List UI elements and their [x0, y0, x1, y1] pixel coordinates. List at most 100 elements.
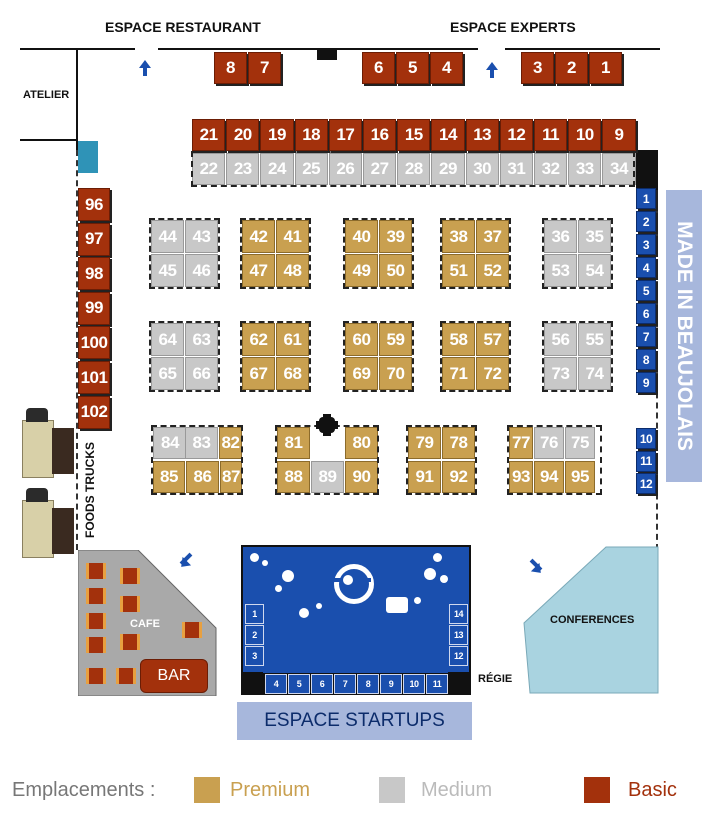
stand-su[interactable]: 11 — [426, 674, 448, 694]
stand-premium[interactable]: 93 — [509, 461, 533, 493]
stand-medium[interactable]: 65 — [151, 357, 184, 390]
stand-medium[interactable]: 30 — [465, 153, 499, 185]
stand-premium[interactable]: 40 — [345, 220, 378, 253]
stand-basic[interactable]: 2 — [555, 52, 588, 84]
stand-medium[interactable]: 26 — [328, 153, 362, 185]
stand-basic[interactable]: 97 — [78, 222, 110, 256]
stand-basic[interactable]: 101 — [78, 361, 110, 394]
stand-premium[interactable]: 52 — [476, 254, 509, 287]
stand-su[interactable]: 5 — [288, 674, 310, 694]
stand-medium[interactable]: 27 — [363, 153, 397, 185]
stand-medium[interactable]: 76 — [534, 427, 564, 459]
stand-premium[interactable]: 80 — [345, 427, 378, 459]
stand-premium[interactable]: 78 — [442, 427, 475, 459]
stand-premium[interactable]: 81 — [277, 427, 310, 459]
stand-mib[interactable]: 9 — [636, 372, 656, 393]
stand-medium[interactable]: 73 — [544, 357, 577, 390]
stand-mib[interactable]: 4 — [636, 257, 656, 278]
stand-basic[interactable]: 5 — [396, 52, 429, 84]
stand-basic[interactable]: 21 — [192, 119, 226, 151]
stand-medium[interactable]: 45 — [151, 254, 184, 287]
stand-basic[interactable]: 3 — [521, 52, 554, 84]
stand-medium[interactable]: 25 — [294, 153, 328, 185]
stand-basic[interactable]: 12 — [499, 119, 533, 151]
stand-premium[interactable]: 94 — [534, 461, 564, 493]
stand-premium[interactable]: 61 — [276, 323, 309, 356]
stand-su[interactable]: 9 — [380, 674, 402, 694]
stand-basic[interactable]: 11 — [534, 119, 568, 151]
stand-basic[interactable]: 17 — [328, 119, 362, 151]
stand-premium[interactable]: 58 — [442, 323, 475, 356]
stand-medium[interactable]: 74 — [578, 357, 611, 390]
stand-premium[interactable]: 79 — [408, 427, 441, 459]
stand-su[interactable]: 1 — [245, 604, 264, 624]
stand-premium[interactable]: 92 — [442, 461, 475, 493]
stand-su[interactable]: 2 — [245, 625, 264, 645]
stand-basic[interactable]: 99 — [78, 291, 110, 325]
stand-su[interactable]: 8 — [357, 674, 379, 694]
stand-premium[interactable]: 90 — [345, 461, 378, 493]
stand-premium[interactable]: 39 — [379, 220, 412, 253]
stand-premium[interactable]: 85 — [153, 461, 185, 493]
stand-medium[interactable]: 64 — [151, 323, 184, 356]
stand-medium[interactable]: 32 — [534, 153, 568, 185]
stand-su[interactable]: 4 — [265, 674, 287, 694]
stand-medium[interactable]: 89 — [311, 461, 344, 493]
stand-su[interactable]: 14 — [449, 604, 468, 624]
stand-premium[interactable]: 71 — [442, 357, 475, 390]
stand-premium[interactable]: 68 — [276, 357, 309, 390]
stand-premium[interactable]: 72 — [476, 357, 509, 390]
stand-premium[interactable]: 69 — [345, 357, 378, 390]
stand-premium[interactable]: 38 — [442, 220, 475, 253]
stand-basic[interactable]: 100 — [78, 326, 110, 360]
stand-premium[interactable]: 50 — [379, 254, 412, 287]
stand-mib[interactable]: 5 — [636, 280, 656, 301]
stand-medium[interactable]: 55 — [578, 323, 611, 356]
stand-medium[interactable]: 33 — [568, 153, 602, 185]
stand-medium[interactable]: 63 — [185, 323, 218, 356]
stand-mib[interactable]: 6 — [636, 303, 656, 324]
stand-mib[interactable]: 10 — [636, 428, 656, 449]
stand-medium[interactable]: 56 — [544, 323, 577, 356]
stand-premium[interactable]: 86 — [186, 461, 219, 493]
stand-mib[interactable]: 12 — [636, 473, 656, 494]
stand-basic[interactable]: 19 — [260, 119, 294, 151]
stand-basic[interactable]: 13 — [465, 119, 499, 151]
stand-medium[interactable]: 31 — [499, 153, 533, 185]
stand-basic[interactable]: 4 — [430, 52, 463, 84]
stand-medium[interactable]: 84 — [153, 427, 187, 459]
stand-mib[interactable]: 11 — [636, 450, 656, 472]
stand-su[interactable]: 12 — [449, 646, 468, 666]
stand-su[interactable]: 3 — [245, 646, 264, 666]
stand-basic[interactable]: 18 — [294, 119, 328, 151]
stand-medium[interactable]: 66 — [185, 357, 218, 390]
stand-premium[interactable]: 91 — [408, 461, 441, 493]
stand-premium[interactable]: 70 — [379, 357, 412, 390]
stand-mib[interactable]: 1 — [636, 188, 656, 209]
stand-premium[interactable]: 51 — [442, 254, 475, 287]
stand-premium[interactable]: 48 — [276, 254, 309, 287]
stand-mib[interactable]: 8 — [636, 349, 656, 370]
stand-premium[interactable]: 41 — [276, 220, 309, 253]
stand-premium[interactable]: 59 — [379, 323, 412, 356]
stand-mib[interactable]: 3 — [636, 234, 656, 255]
stand-basic[interactable]: 96 — [78, 188, 110, 221]
stand-medium[interactable]: 75 — [565, 427, 595, 459]
stand-basic[interactable]: 1 — [589, 52, 622, 84]
stand-medium[interactable]: 44 — [151, 220, 184, 253]
stand-premium[interactable]: 88 — [277, 461, 310, 493]
stand-basic[interactable]: 6 — [362, 52, 395, 84]
stand-premium[interactable]: 87 — [220, 461, 242, 493]
stand-premium[interactable]: 37 — [476, 220, 509, 253]
stand-basic[interactable]: 98 — [78, 257, 110, 291]
stand-basic[interactable]: 14 — [431, 119, 465, 151]
stand-medium[interactable]: 46 — [185, 254, 218, 287]
stand-premium[interactable]: 60 — [345, 323, 378, 356]
stand-medium[interactable]: 35 — [578, 220, 611, 253]
stand-medium[interactable]: 54 — [578, 254, 611, 287]
stand-basic[interactable]: 9 — [602, 119, 636, 151]
stand-medium[interactable]: 36 — [544, 220, 577, 253]
stand-premium[interactable]: 82 — [219, 427, 242, 459]
stand-basic[interactable]: 8 — [214, 52, 247, 84]
stand-su[interactable]: 10 — [403, 674, 425, 694]
